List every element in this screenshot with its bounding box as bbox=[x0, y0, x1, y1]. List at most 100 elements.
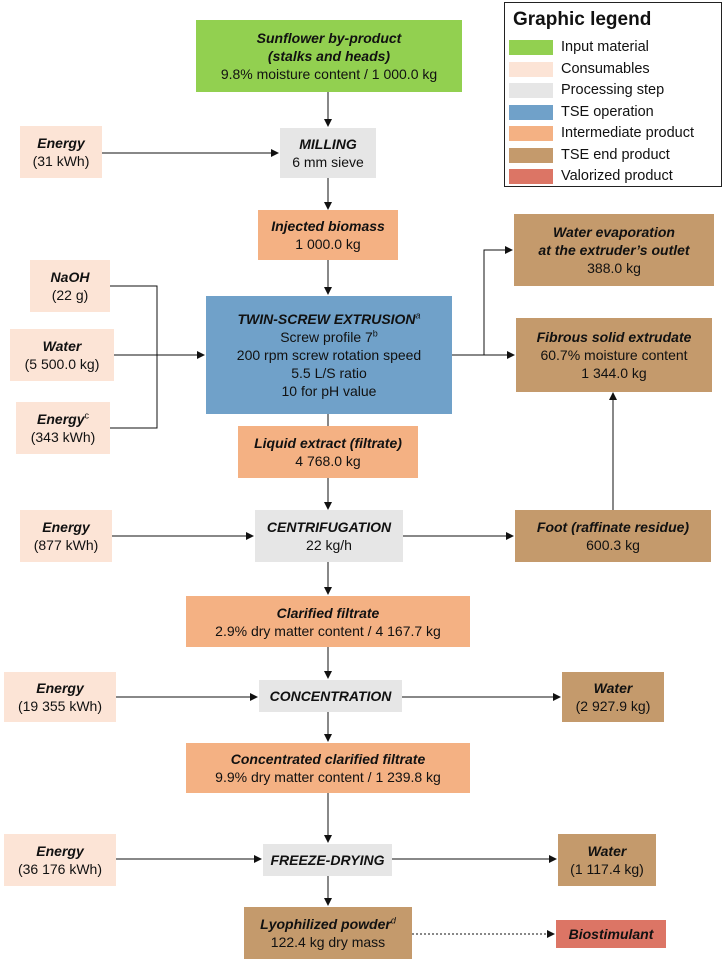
legend-item: Valorized product bbox=[509, 168, 719, 185]
liquid-extract-box: Liquid extract (filtrate) 4 768.0 kg bbox=[238, 426, 418, 478]
milling-detail: 6 mm sieve bbox=[292, 154, 364, 170]
energy-freeze-value: (36 176 kWh) bbox=[17, 861, 103, 877]
legend-item: TSE operation bbox=[509, 104, 719, 121]
freeze-title: FREEZE-DRYING bbox=[270, 852, 385, 868]
concentration-box: CONCENTRATION bbox=[259, 680, 402, 712]
water-freeze-box: Water (1 117.4 kg) bbox=[558, 834, 656, 886]
fibrous-line-1: 60.7% moisture content bbox=[540, 347, 688, 363]
biostim-title: Biostimulant bbox=[568, 926, 654, 942]
tse-title-sup: a bbox=[415, 310, 421, 321]
legend-item: Intermediate product bbox=[509, 125, 719, 142]
energy-milling-value: (31 kWh) bbox=[32, 153, 90, 169]
water-conc-value: (2 927.9 kg) bbox=[575, 698, 651, 714]
legend-item: Consumables bbox=[509, 61, 719, 78]
fibrous-extrudate-box: Fibrous solid extrudate 60.7% moisture c… bbox=[516, 318, 712, 392]
naoh-value: (22 g) bbox=[51, 287, 89, 303]
sunflower-box: Sunflower by-product (stalks and heads) … bbox=[196, 20, 462, 92]
energy-milling-title: Energy bbox=[37, 135, 85, 151]
legend-label: TSE operation bbox=[561, 103, 654, 120]
injected-biomass-box: Injected biomass 1 000.0 kg bbox=[258, 210, 398, 260]
liquid-title: Liquid extract (filtrate) bbox=[254, 435, 402, 451]
tse-line-1-sup: b bbox=[372, 328, 378, 339]
foot-detail: 600.3 kg bbox=[586, 537, 640, 553]
water-input-box: Water (5 500.0 kg) bbox=[10, 329, 114, 381]
tse-line-3: 5.5 L/S ratio bbox=[291, 365, 367, 381]
legend-item: TSE end product bbox=[509, 147, 719, 164]
centri-detail: 22 kg/h bbox=[306, 537, 352, 553]
energy-tse-value: (343 kWh) bbox=[30, 429, 96, 445]
legend-swatch-processing bbox=[509, 83, 553, 98]
legend-label: Consumables bbox=[561, 60, 650, 77]
legend-label: Intermediate product bbox=[561, 125, 694, 141]
legend-swatch-consumables bbox=[509, 61, 553, 77]
concentrated-title: Concentrated clarified filtrate bbox=[230, 751, 426, 767]
water-evaporation-box: Water evaporation at the extruder’s outl… bbox=[514, 214, 714, 286]
lyo-sup: d bbox=[390, 915, 396, 926]
fibrous-title: Fibrous solid extrudate bbox=[536, 329, 692, 345]
twin-screw-extrusion-box: TWIN-SCREW EXTRUSIONa Screw profile 7b 2… bbox=[206, 296, 452, 414]
legend-swatch-tse bbox=[509, 104, 553, 120]
lyophilized-powder-box: Lyophilized powderd 122.4 kg dry mass bbox=[244, 907, 412, 959]
legend-label: TSE end product bbox=[561, 146, 670, 163]
tse-line-1: Screw profile 7 bbox=[280, 329, 373, 345]
injected-detail: 1 000.0 kg bbox=[295, 236, 361, 252]
energy-centri-box: Energy (877 kWh) bbox=[20, 510, 112, 562]
water-input-value: (5 500.0 kg) bbox=[24, 356, 100, 372]
water-evap-title-1: Water evaporation bbox=[553, 224, 675, 240]
legend-title: Graphic legend bbox=[513, 9, 652, 30]
water-freeze-title: Water bbox=[587, 843, 627, 859]
energy-conc-box: Energy (19 355 kWh) bbox=[4, 672, 116, 722]
legend-swatch-intermediate bbox=[509, 126, 553, 141]
milling-box: MILLING 6 mm sieve bbox=[280, 128, 376, 178]
fibrous-line-2: 1 344.0 kg bbox=[581, 365, 647, 381]
clarified-filtrate-box: Clarified filtrate 2.9% dry matter conte… bbox=[186, 596, 470, 647]
sunflower-subtitle: (stalks and heads) bbox=[267, 48, 391, 64]
legend-swatch-input bbox=[509, 40, 553, 55]
foot-raffinate-box: Foot (raffinate residue) 600.3 kg bbox=[515, 510, 711, 562]
tse-line-2: 200 rpm screw rotation speed bbox=[236, 347, 422, 363]
legend-item: Processing step bbox=[509, 82, 719, 99]
energy-freeze-title: Energy bbox=[36, 843, 84, 859]
legend-label: Processing step bbox=[561, 82, 665, 98]
naoh-title: NaOH bbox=[50, 269, 90, 285]
foot-title: Foot (raffinate residue) bbox=[536, 519, 690, 535]
centri-title: CENTRIFUGATION bbox=[266, 519, 392, 535]
energy-centri-title: Energy bbox=[42, 519, 90, 535]
energy-conc-value: (19 355 kWh) bbox=[17, 698, 103, 714]
legend-label: Input material bbox=[561, 39, 649, 55]
energy-conc-title: Energy bbox=[36, 680, 84, 696]
water-conc-box: Water (2 927.9 kg) bbox=[562, 672, 664, 722]
injected-title: Injected biomass bbox=[271, 218, 385, 234]
lyo-title: Lyophilized powder bbox=[260, 916, 391, 932]
legend-swatch-end-product bbox=[509, 147, 553, 163]
sunflower-detail: 9.8% moisture content / 1 000.0 kg bbox=[220, 66, 438, 82]
energy-tse-title: Energy bbox=[37, 411, 85, 427]
sunflower-title: Sunflower by-product bbox=[256, 30, 402, 46]
feed-bracket bbox=[110, 285, 158, 429]
water-evap-title-2: at the extruder’s outlet bbox=[538, 242, 690, 258]
naoh-box: NaOH (22 g) bbox=[30, 260, 110, 312]
biostimulant-box: Biostimulant bbox=[556, 920, 666, 948]
concentrated-detail: 9.9% dry matter content / 1 239.8 kg bbox=[215, 769, 441, 785]
freeze-drying-box: FREEZE-DRYING bbox=[263, 844, 392, 876]
milling-title: MILLING bbox=[299, 136, 357, 152]
arrow-tse-to-evaporation bbox=[483, 246, 513, 355]
concentrated-filtrate-box: Concentrated clarified filtrate 9.9% dry… bbox=[186, 743, 470, 793]
tse-title: TWIN-SCREW EXTRUSION bbox=[237, 311, 416, 327]
energy-milling-box: Energy (31 kWh) bbox=[20, 126, 102, 178]
water-conc-title: Water bbox=[593, 680, 633, 696]
water-evap-detail: 388.0 kg bbox=[587, 260, 641, 276]
legend-swatch-valorized bbox=[509, 169, 553, 184]
legend-item: Input material bbox=[509, 39, 719, 56]
energy-tse-box: Energyc (343 kWh) bbox=[16, 402, 110, 454]
clarified-detail: 2.9% dry matter content / 4 167.7 kg bbox=[215, 622, 441, 639]
energy-freeze-box: Energy (36 176 kWh) bbox=[4, 834, 116, 886]
lyo-detail: 122.4 kg dry mass bbox=[270, 934, 386, 950]
energy-tse-sup: c bbox=[84, 410, 89, 421]
tse-line-4: 10 for pH value bbox=[281, 383, 377, 399]
energy-centri-value: (877 kWh) bbox=[33, 537, 99, 553]
clarified-title: Clarified filtrate bbox=[276, 604, 380, 621]
liquid-detail: 4 768.0 kg bbox=[295, 453, 361, 469]
